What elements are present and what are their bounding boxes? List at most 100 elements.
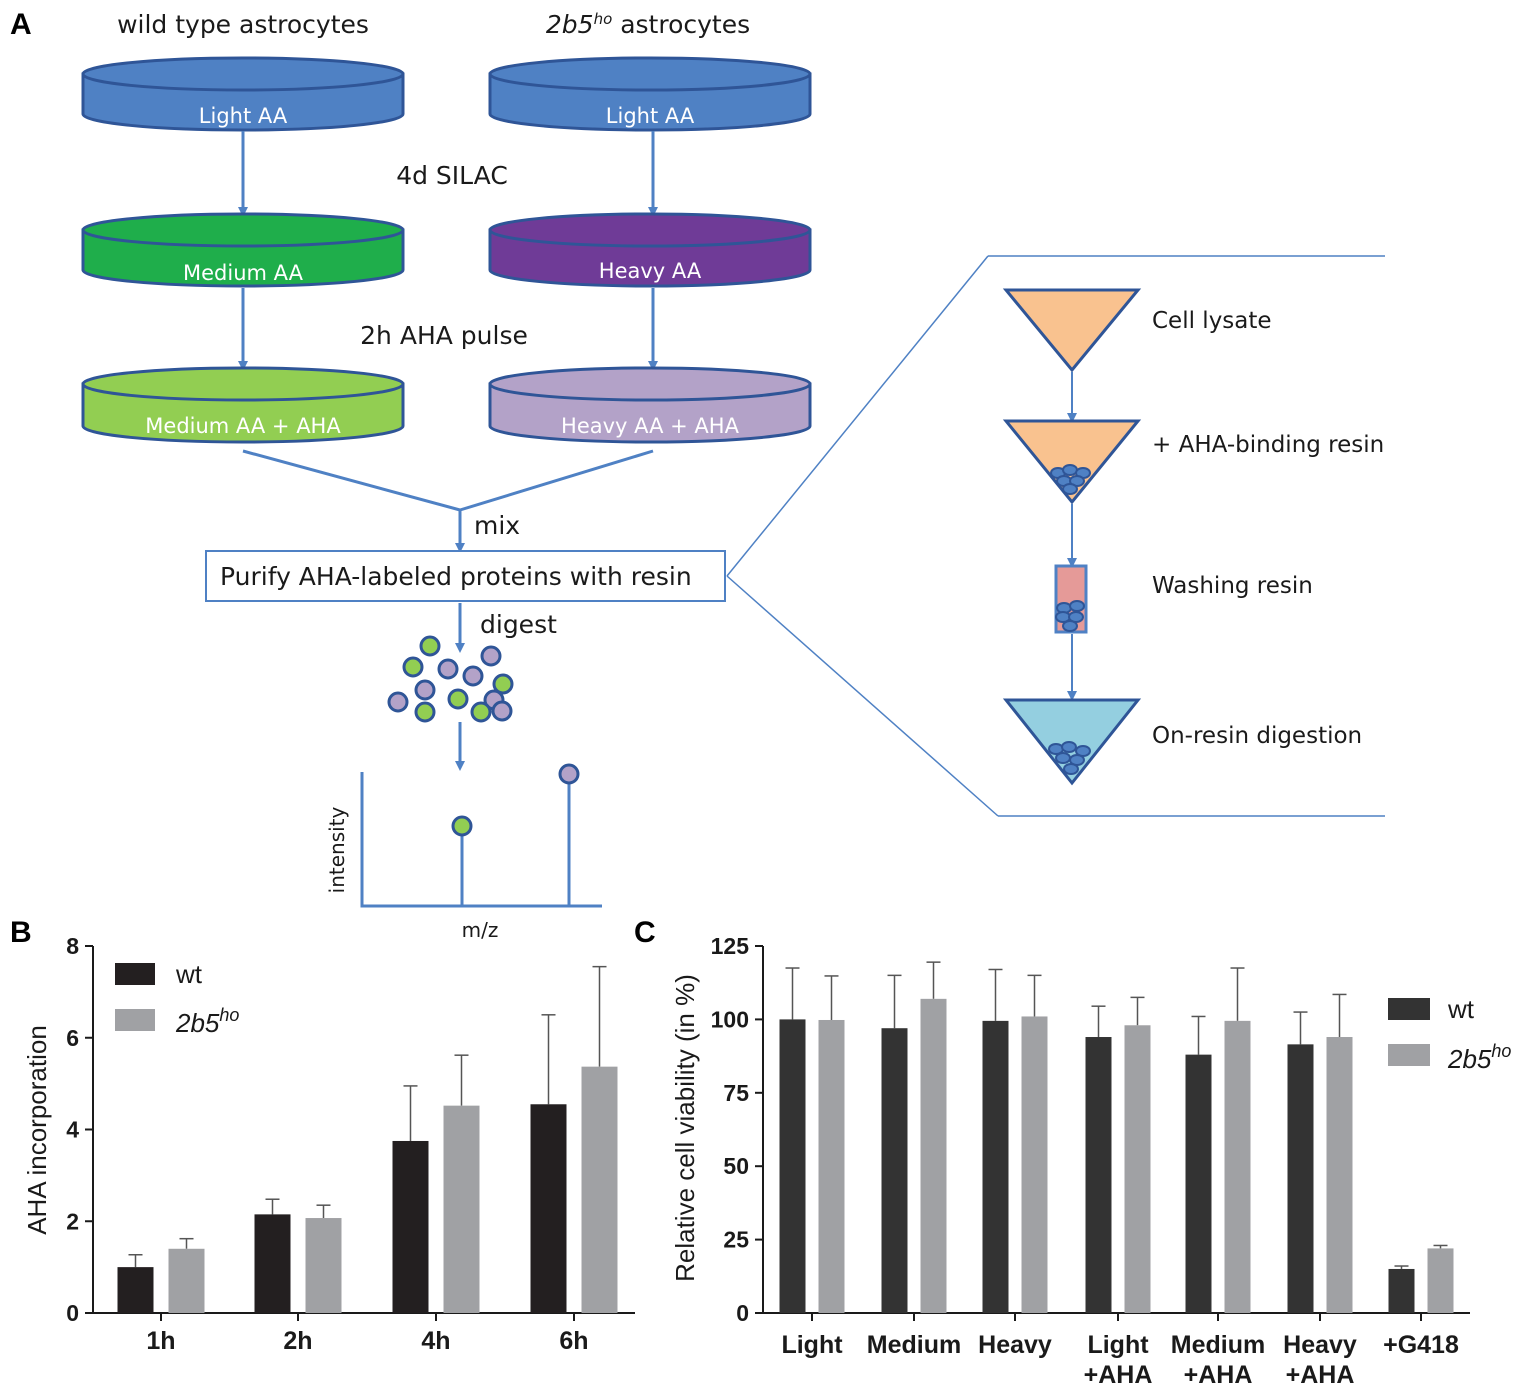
bar (443, 1105, 480, 1313)
peptide-lilac (480, 645, 502, 667)
dish-ho-heavy-aha-label: Heavy AA + AHA (561, 414, 740, 438)
spectrum-xlabel: m/z (462, 918, 499, 942)
column-beads (1055, 600, 1085, 632)
bar (1224, 1020, 1251, 1313)
x-category-label: Medium (1171, 1331, 1265, 1359)
bar (779, 1019, 806, 1313)
x-category-label: Heavy (1283, 1331, 1357, 1359)
inset-washing: Washing resin (1152, 573, 1313, 599)
dish-wt-medium-label: Medium AA (183, 261, 304, 285)
dish-wt-light-label: Light AA (199, 104, 288, 128)
peptide-cluster (387, 635, 514, 723)
merge-line-ho (459, 449, 654, 512)
peptide-lilac (387, 691, 409, 713)
bar (920, 998, 947, 1313)
binding-resin-tube (1002, 419, 1142, 505)
legend-b-ho-sup: ho (219, 1005, 239, 1025)
dish-ho-heavy-aha: Heavy AA + AHA (488, 366, 812, 444)
chart-c-bars (779, 998, 1454, 1313)
purify-box (205, 550, 726, 602)
peptide-green (447, 688, 469, 710)
x-category-label: 6h (559, 1327, 588, 1355)
chart-c-ylabel: Relative cell viability (in %) (670, 974, 700, 1282)
legend-c-ho-swatch (1388, 1044, 1430, 1066)
peptide-green (492, 673, 514, 695)
bar (1326, 1037, 1353, 1313)
ho-title: 2b5ho astrocytes (546, 10, 750, 39)
bar (1388, 1268, 1415, 1313)
panel-a: A wild type astrocytes 2b5ho astrocytes … (10, 8, 1385, 942)
ho-title-rest: astrocytes (612, 10, 750, 39)
x-category-label: Light (1087, 1331, 1149, 1359)
wt-title: wild type astrocytes (117, 10, 369, 39)
digestion-beads (1048, 741, 1091, 775)
chart-b-ylabel: AHA incorporation (22, 1025, 52, 1235)
inset-cell-lysate: Cell lysate (1152, 308, 1272, 334)
mass-spectrum: intensity m/z (325, 763, 602, 942)
resin-beads (1050, 464, 1091, 495)
y-tick-label: 8 (66, 933, 79, 959)
ho-title-italic: 2b5 (546, 10, 594, 39)
dish-wt-medium-aha-label: Medium AA + AHA (145, 414, 341, 438)
peptide-green (419, 635, 441, 657)
dish-ho-light-label: Light AA (606, 104, 695, 128)
chart-c-axes (762, 946, 1470, 1314)
peptide-green (402, 656, 424, 678)
bar (1287, 1044, 1314, 1313)
bar (254, 1214, 291, 1313)
step-silac: 4d SILAC (396, 161, 508, 190)
bar (1085, 1037, 1112, 1313)
bar (392, 1140, 429, 1313)
bar (818, 1019, 845, 1313)
y-tick-label: 100 (711, 1006, 749, 1032)
x-category-label: +AHA (1184, 1361, 1253, 1389)
spectrum-ylabel: intensity (325, 806, 349, 893)
peptide-green (470, 701, 492, 723)
y-tick-label: 0 (736, 1300, 749, 1326)
bar (1021, 1016, 1048, 1313)
panel-a-label: A (10, 8, 32, 41)
ho-title-sup: ho (594, 10, 613, 28)
x-category-label: 1h (146, 1327, 175, 1355)
y-tick-label: 2 (66, 1208, 79, 1234)
bar (1185, 1054, 1212, 1313)
y-tick-label: 125 (711, 933, 750, 959)
step-pulse: 2h AHA pulse (360, 321, 528, 350)
peptide-lilac (491, 700, 513, 722)
peak-medium-dot (451, 815, 473, 837)
legend-c-ho: 2b5ho (1447, 1041, 1511, 1074)
legend-b-wt-swatch (115, 963, 155, 985)
bar (581, 1066, 618, 1313)
peptide-lilac (462, 665, 484, 687)
legend-b-ho: 2b5ho (175, 1005, 239, 1038)
peptide-lilac (414, 679, 436, 701)
x-category-label: +G418 (1383, 1331, 1459, 1359)
legend-c-wt-swatch (1388, 998, 1430, 1020)
panel-c: C Relative cell viability (in %) 0255075… (634, 916, 1511, 1389)
dish-wt-medium-aha: Medium AA + AHA (81, 366, 405, 444)
y-tick-label: 25 (723, 1227, 749, 1253)
step-digest: digest (480, 610, 557, 639)
cell-lysate-tube (1002, 288, 1142, 373)
bar (117, 1267, 154, 1313)
bar (530, 1104, 567, 1313)
dish-ho-heavy-label: Heavy AA (599, 259, 702, 283)
dish-wt-light: Light AA (81, 56, 405, 132)
y-tick-label: 0 (66, 1300, 79, 1326)
legend-b-ho-swatch (115, 1009, 155, 1031)
bar (168, 1248, 205, 1313)
zoom-line-top (726, 255, 989, 577)
purify-box-label: Purify AHA-labeled proteins with resin (220, 562, 692, 591)
chart-b-error-bars (128, 965, 607, 1268)
y-tick-label: 4 (66, 1117, 79, 1143)
y-tick-label: 75 (723, 1080, 749, 1106)
chart-b-legend: wt 2b5ho (115, 959, 239, 1038)
step-mix: mix (474, 511, 520, 540)
x-category-label: +AHA (1084, 1361, 1153, 1389)
chart-b-bars (117, 1066, 618, 1313)
